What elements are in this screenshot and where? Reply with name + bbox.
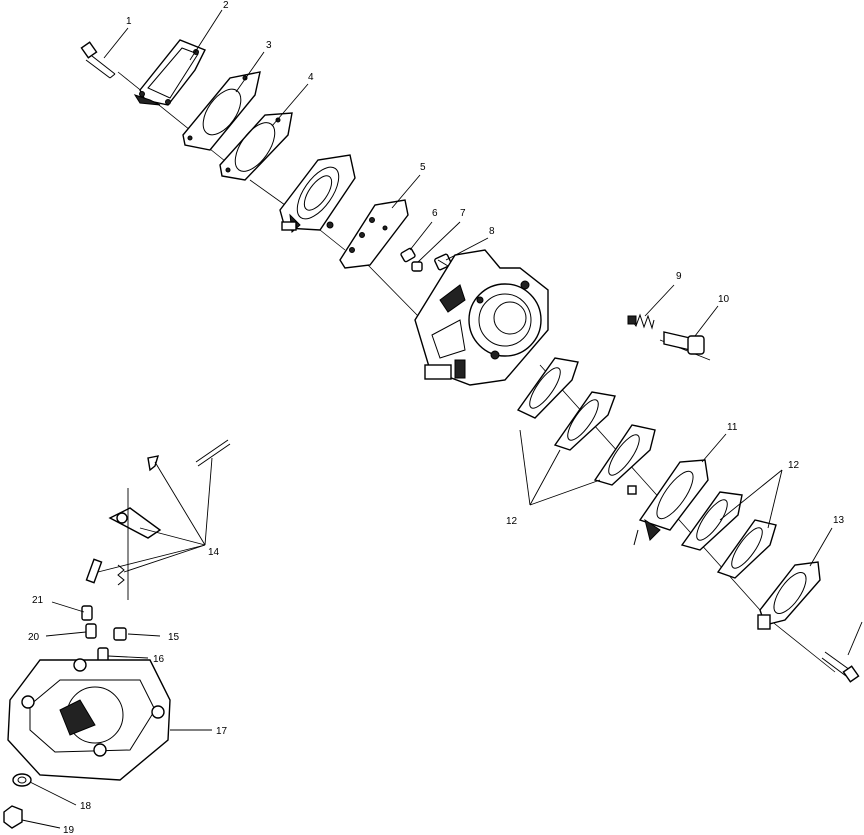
- part-1-screw-top: [80, 41, 116, 79]
- callout-2: 2: [223, 0, 229, 11]
- part-14-throttle-parts: [85, 439, 231, 586]
- jets-15-16-20-21: [81, 605, 127, 665]
- callout-1-top: 1: [126, 16, 132, 27]
- callout-20: 20: [28, 632, 40, 643]
- pump-body: [279, 154, 356, 234]
- callout-14: 14: [208, 547, 220, 558]
- callout-19: 19: [63, 825, 75, 835]
- callout-4: 4: [308, 72, 314, 83]
- callout-15: 15: [168, 632, 180, 643]
- callout-3: 3: [266, 40, 272, 51]
- callout-6: 6: [432, 208, 438, 219]
- callout-21: 21: [32, 595, 44, 606]
- callout-16: 16: [153, 654, 165, 665]
- part-4-gasket: [219, 112, 293, 181]
- callout-5: 5: [420, 162, 426, 173]
- carburetor-main-body: [414, 249, 549, 386]
- callout-12-left: 12: [506, 516, 518, 527]
- callout-8: 8: [489, 226, 495, 237]
- callout-10: 10: [718, 294, 730, 305]
- callout-11: 11: [727, 422, 738, 433]
- callout-labels: 1 2 3 4 5 6 7 8 9 10 11 12 12 13 14 15 1…: [28, 0, 845, 835]
- callout-13: 13: [833, 515, 845, 526]
- parts-6-7-8-small-valves: [400, 247, 452, 272]
- leader-lines: [21, 9, 863, 829]
- part-1-screw-bottom: [821, 651, 860, 683]
- part-9-spring: [627, 313, 655, 330]
- callout-7: 7: [460, 208, 466, 219]
- part-12-gaskets: [516, 357, 777, 579]
- part-2-cover: [133, 39, 206, 106]
- part-13-flange: [757, 561, 821, 630]
- callout-17: 17: [216, 726, 228, 737]
- parts-18-19-washer-nut: [3, 773, 32, 829]
- callout-9: 9: [676, 271, 682, 282]
- part-11-fuel-pump: [627, 459, 709, 546]
- part-17-throttle-body: [7, 658, 171, 781]
- part-10-adjust-screw: [663, 331, 705, 355]
- callout-18: 18: [80, 801, 92, 812]
- callout-12-right: 12: [788, 460, 800, 471]
- part-5-plate: [339, 199, 409, 269]
